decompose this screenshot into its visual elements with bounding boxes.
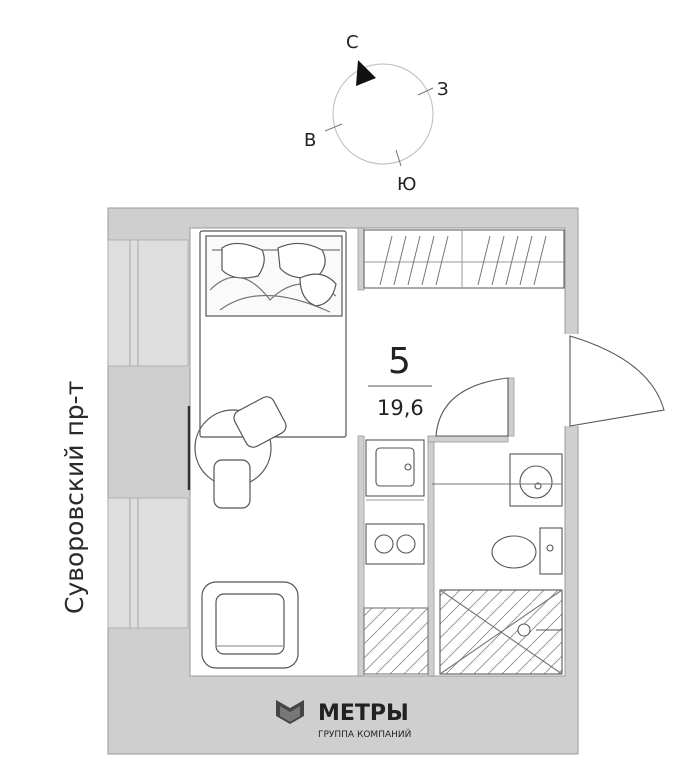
brand-name: МЕТРЫ: [318, 701, 409, 726]
brand-logo: МЕТРЫ ГРУППА КОМПАНИЙ: [276, 700, 411, 740]
window-upper: [107, 239, 189, 367]
bathroom-door: [435, 377, 509, 437]
armchair: [201, 581, 299, 669]
north-arrow-icon: [356, 60, 376, 86]
window-lower: [107, 497, 189, 629]
room-number: 5: [388, 341, 411, 382]
compass: С З В Ю: [304, 32, 449, 195]
entrance-door: [569, 335, 665, 427]
bed: [199, 230, 347, 438]
compass-west-label: З: [437, 79, 449, 100]
brand-tagline: ГРУППА КОМПАНИЙ: [318, 728, 411, 740]
kitchen: [363, 439, 429, 675]
compass-north-label: С: [346, 32, 359, 53]
street-name: Суворовский пр-т: [60, 381, 89, 614]
bathroom: [432, 453, 563, 675]
compass-east-label: В: [304, 130, 316, 151]
doors: [435, 335, 665, 437]
compass-south-label: Ю: [397, 174, 416, 195]
room-area: 19,6: [377, 396, 424, 420]
dining-set: [194, 396, 287, 509]
wardrobe: [363, 229, 565, 289]
